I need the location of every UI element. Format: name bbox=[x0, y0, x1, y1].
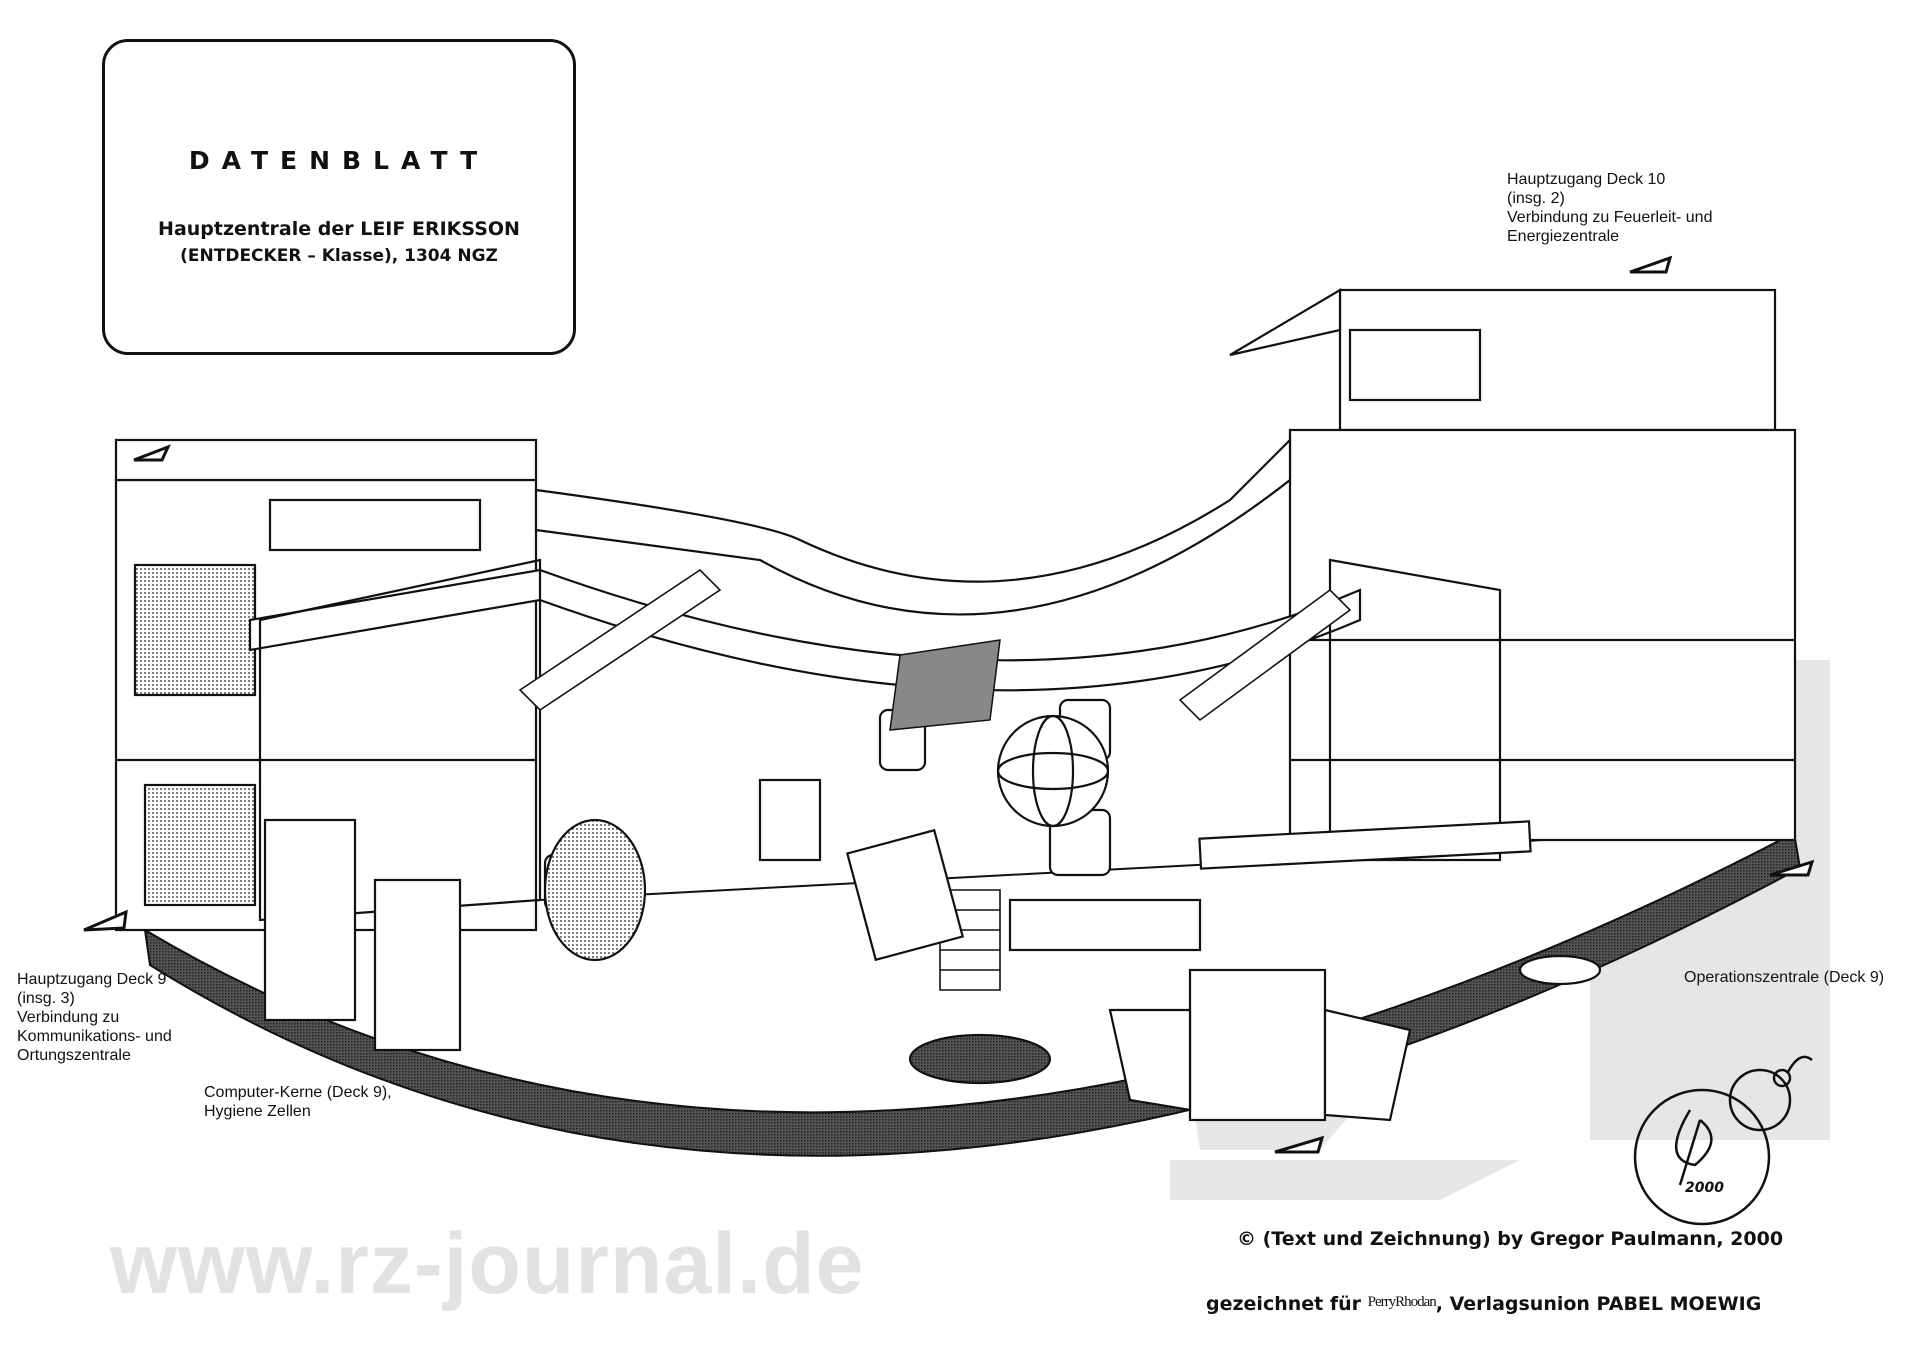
label-line: Hauptzugang Deck 9 bbox=[17, 971, 167, 988]
label-line: Verbindung zu bbox=[17, 1009, 120, 1026]
label-line: Operationszentrale (Deck 9) bbox=[1684, 969, 1885, 986]
datasheet-class-line: (ENTDECKER – Klasse), 1304 NGZ bbox=[180, 246, 498, 266]
label-deck10-access: Hauptzugang Deck 10 (insg. 2) Verbindung… bbox=[1507, 170, 1712, 246]
label-operations: Operationszentrale (Deck 9) bbox=[1684, 968, 1884, 987]
label-line: Hauptzugang Deck 10 bbox=[1507, 171, 1666, 188]
datasheet-heading: DATENBLATT bbox=[188, 146, 490, 175]
label-line: Verbindung zu Feuerleit- und bbox=[1507, 209, 1713, 226]
publisher-name: , Verlagsunion PABEL MOEWIG bbox=[1435, 1293, 1762, 1315]
label-line: (insg. 3) bbox=[17, 990, 75, 1007]
label-line: (insg. 2) bbox=[1507, 190, 1565, 207]
label-line: Kommunikations- und bbox=[17, 1028, 172, 1045]
perry-rhodan-logo: PerryRhodan bbox=[1367, 1294, 1437, 1310]
label-line: Ortungszentrale bbox=[17, 1047, 131, 1064]
copyright-line: © (Text und Zeichnung) by Gregor Paulman… bbox=[1237, 1228, 1784, 1250]
drawn-for-prefix: gezeichnet für bbox=[1206, 1293, 1362, 1315]
signature-year: 2000 bbox=[1685, 1180, 1724, 1196]
watermark-text: www.rz-journal.de bbox=[110, 1216, 865, 1312]
artist-signature bbox=[1633, 1055, 1813, 1226]
access-arrow-markers bbox=[83, 255, 1815, 1154]
label-line: Hygiene Zellen bbox=[204, 1103, 311, 1120]
datasheet-subtitle: Hauptzentrale der LEIF ERIKSSON bbox=[158, 218, 520, 240]
label-computer-cores: Computer-Kerne (Deck 9), Hygiene Zellen bbox=[204, 1083, 392, 1121]
label-line: Computer-Kerne (Deck 9), bbox=[204, 1084, 392, 1101]
datasheet-title-box: DATENBLATT Hauptzentrale der LEIF ERIKSS… bbox=[102, 39, 576, 355]
label-deck9-access: Hauptzugang Deck 9 (insg. 3) Verbindung … bbox=[17, 970, 172, 1065]
drawn-for-line: gezeichnet für PerryRhodan, Verlagsunion… bbox=[1206, 1293, 1761, 1315]
structure bbox=[114, 288, 1797, 1122]
label-line: Energiezentrale bbox=[1507, 228, 1620, 245]
